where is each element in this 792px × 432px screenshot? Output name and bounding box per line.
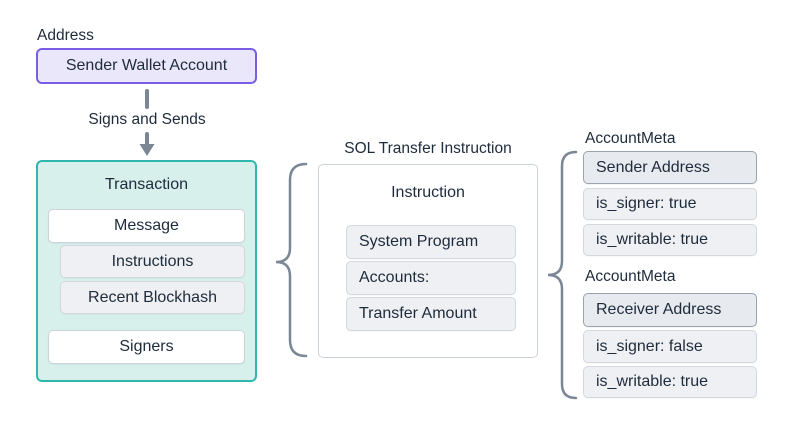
instruction-title: Instruction (391, 184, 465, 201)
receiver-is-signer-item: is_signer: false (583, 330, 757, 363)
signs-and-sends-label: Signs and Sends (88, 111, 206, 128)
transaction-box: Transaction Message Instructions Recent … (36, 160, 257, 382)
sender-is-signer-item: is_signer: true (583, 188, 757, 220)
sol-transfer-instruction-label: SOL Transfer Instruction (344, 140, 512, 157)
instructions-item: Instructions (60, 245, 245, 278)
expand-brace-left (275, 162, 308, 358)
accounts-item: Accounts: (346, 261, 516, 295)
sender-wallet-account-box: Sender Wallet Account (36, 48, 257, 84)
instruction-box: Instruction System Program Accounts: Tra… (318, 164, 538, 358)
accountmeta-receiver-label: AccountMeta (585, 268, 676, 285)
receiver-address-header: Receiver Address (583, 293, 757, 327)
transaction-title: Transaction (105, 176, 188, 193)
signs-and-sends-arrow (139, 89, 155, 156)
recent-blockhash-item: Recent Blockhash (60, 281, 245, 314)
transfer-amount-item: Transfer Amount (346, 297, 516, 331)
system-program-item: System Program (346, 225, 516, 259)
sender-wallet-account-label: Sender Wallet Account (65, 57, 228, 74)
sender-address-header: Sender Address (583, 151, 757, 184)
sender-is-writable-item: is_writable: true (583, 224, 757, 256)
expand-brace-right (547, 150, 578, 400)
address-label: Address (37, 27, 94, 44)
signers-item: Signers (48, 330, 245, 364)
message-item: Message (48, 209, 245, 243)
receiver-is-writable-item: is_writable: true (583, 366, 757, 398)
accountmeta-sender-label: AccountMeta (585, 130, 676, 147)
